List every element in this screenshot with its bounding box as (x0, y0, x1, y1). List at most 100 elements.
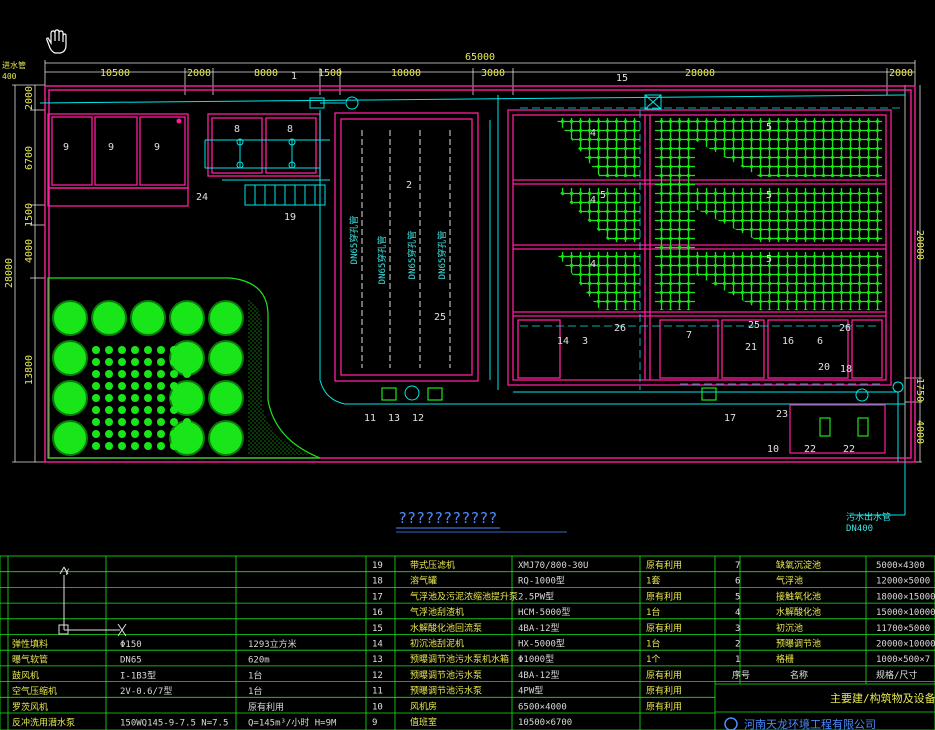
shrub-symbol (92, 430, 100, 438)
table-cell: 13 (372, 655, 383, 665)
marker: 3 (582, 336, 588, 347)
table-cell: 11 (372, 687, 383, 697)
pipe-labels: DN65穿孔管 DN65穿孔管 DN65穿孔管 DN65穿孔管 (348, 216, 448, 285)
marker: 7 (686, 330, 692, 341)
marker: 19 (284, 212, 296, 223)
tree-symbol (208, 300, 244, 336)
shrub-symbol (183, 370, 191, 378)
shrub-symbol (157, 442, 165, 450)
duty-rooms (47, 113, 321, 207)
title-block-text: 主要建/构筑物及设备列 (830, 691, 935, 705)
marker: 5 (766, 190, 772, 201)
table-cell: 格栅 (776, 653, 794, 665)
table-cell: 16 (372, 608, 383, 618)
marker: 15 (616, 73, 628, 84)
tree-symbol (91, 300, 127, 336)
shrub-symbol (105, 370, 113, 378)
table-cell: 原有利用 (646, 590, 682, 602)
marker: 5 (766, 254, 772, 265)
table-cell: 4 (735, 608, 740, 618)
table-cell: 初沉池 (776, 622, 803, 634)
table-cell: 名称 (790, 669, 808, 681)
marker: 20 (818, 362, 830, 373)
shrub-symbol (92, 418, 100, 426)
shrub-symbol (131, 370, 139, 378)
table-cell: 溶气罐 (410, 575, 437, 587)
ucs-axis-icon (58, 566, 127, 637)
table-cell: 1台 (646, 606, 660, 618)
inlet-note-num: 400 (2, 72, 17, 81)
pipe-label: DN65穿孔管 (348, 216, 360, 265)
aeration-pipes (361, 130, 451, 368)
table-cell: 弹性填料 (12, 638, 48, 650)
shrub-symbol (131, 358, 139, 366)
outlet-dn: DN400 (846, 524, 873, 534)
dimension-lines (12, 60, 922, 463)
shrub-symbol (144, 442, 152, 450)
pipe-label: DN65穿孔管 (376, 236, 388, 285)
marker: 26 (614, 323, 626, 334)
shrub-symbol (170, 418, 178, 426)
table-cell: 9 (372, 718, 377, 728)
table-cell: 1台 (646, 638, 660, 650)
shrub-symbol (144, 406, 152, 414)
shrub-symbol (118, 370, 126, 378)
shrub-symbol (118, 382, 126, 390)
shrub-symbol (144, 382, 152, 390)
tank-circle (855, 388, 869, 402)
shrub-symbol (92, 394, 100, 402)
table-cell: HCM-5000型 (518, 607, 570, 618)
equipment-markers: 1 2 3 4 4 4 5 5 5 5 6 7 8 8 9 9 9 10 11 … (63, 71, 855, 455)
dim-text: 1500 (24, 203, 35, 227)
shrub-symbol (131, 442, 139, 450)
shrub-symbol (157, 406, 165, 414)
marker: 5 (766, 122, 772, 133)
pump-group (381, 387, 869, 437)
marker: 22 (804, 444, 816, 455)
dim-text: 3000 (481, 68, 505, 79)
tree-symbol (208, 420, 244, 456)
fill-media-right (655, 118, 882, 310)
table-cell: 10 (372, 702, 383, 712)
shrub-symbol (92, 346, 100, 354)
table-cell: 7 (735, 561, 740, 571)
shrub-symbol (183, 394, 191, 402)
tree-symbol (52, 420, 88, 456)
blower-room (789, 404, 886, 454)
table-cell: 18000×15000 (876, 592, 935, 602)
table-cell: 4BA-12型 (518, 623, 560, 634)
overall-dimension: 65000 (465, 52, 495, 63)
shrub-symbol (118, 394, 126, 402)
shrub-symbol (105, 358, 113, 366)
dim-text: 10000 (391, 68, 421, 79)
shrub-symbol (105, 406, 113, 414)
table-cell: 气浮池及污泥浓缩池提升泵 (410, 590, 518, 602)
shrub-symbol (92, 442, 100, 450)
table-cell: DN65 (120, 656, 142, 666)
marker: 25 (434, 312, 446, 323)
marker: 10 (767, 444, 779, 455)
shrub-symbol (92, 358, 100, 366)
table-cell: 5000×4300 (876, 561, 925, 571)
dim-text: 4000 (914, 420, 925, 444)
table-cell: 11700×5000 (876, 624, 930, 634)
dim-text: 10500 (100, 68, 130, 79)
shrub-symbol (118, 358, 126, 366)
table-cell: 18 (372, 577, 383, 587)
table-cell: XMJ70/800-30U (518, 561, 588, 571)
water-tank-circle (404, 385, 420, 401)
table-cell: 1 (735, 655, 740, 665)
table-cell: 序号 (732, 669, 750, 681)
marker: 18 (840, 364, 852, 375)
marker: 24 (196, 192, 208, 203)
dim-text: 13800 (24, 355, 35, 385)
shrub-symbol (183, 442, 191, 450)
table-cell: 气浮池 (776, 575, 803, 587)
table-cell: 620m (248, 656, 270, 666)
shrub-symbol (157, 418, 165, 426)
table-cell: 19 (372, 561, 383, 571)
tree-symbol (208, 340, 244, 376)
shrub-symbol (144, 394, 152, 402)
right-dimension-texts: 20000 1750 4000 (914, 230, 925, 444)
